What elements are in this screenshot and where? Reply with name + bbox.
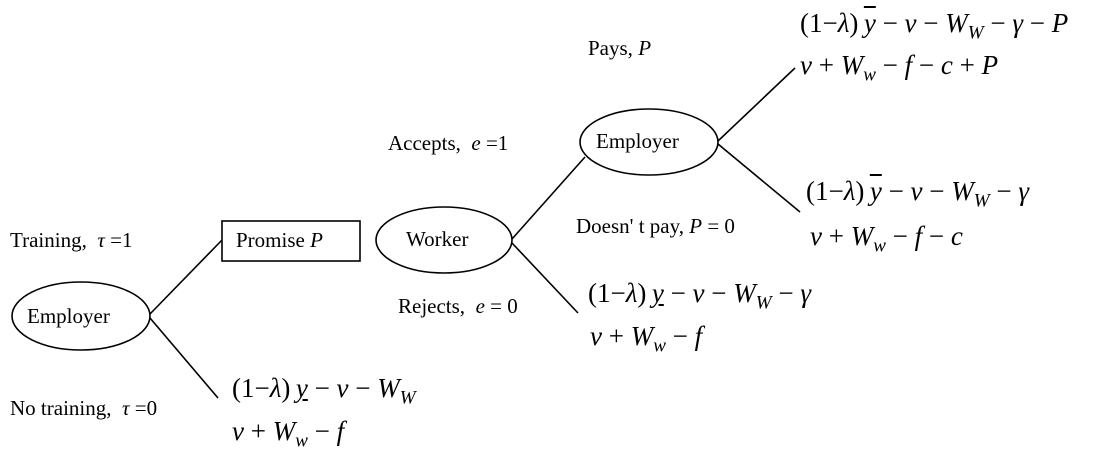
worker-label: Worker <box>406 227 469 251</box>
promise-label: Promise P <box>236 228 323 252</box>
employer-root-label: Employer <box>27 304 110 328</box>
accepts-label: Accepts, e =1 <box>388 131 509 155</box>
edge-training <box>149 239 223 315</box>
payoff-rejects-worker: v + Ww − f <box>590 321 703 357</box>
pays-label: Pays, P <box>588 36 652 60</box>
rejects-label: Rejects, e = 0 <box>398 294 518 318</box>
payoff-rejects-employer: (1−λ) y − v − WW − γ <box>588 278 811 314</box>
no-training-label: No training, τ =0 <box>10 396 158 420</box>
training-label: Training, τ =1 <box>10 228 133 252</box>
payoff-pays-worker: v + Ww − f − c + P <box>800 50 999 86</box>
payoff-pays-employer: (1−λ) y − v − WW − γ − P <box>800 8 1069 44</box>
edge-accepts <box>511 156 586 240</box>
employer-root-node <box>11 281 151 351</box>
doesnt-pay-label: Doesn' t pay, P = 0 <box>576 214 735 238</box>
payoff-no-training-employer: (1−λ) y − v − WW <box>232 373 416 409</box>
edge-rejects <box>511 242 579 314</box>
payoff-doesnt-pay-worker: v + Ww − f − c <box>810 221 963 257</box>
promise-node <box>221 220 361 262</box>
edge-doesnt-pay <box>717 143 801 213</box>
payoff-no-training-worker: v + Ww − f <box>232 416 345 452</box>
employer-second-node <box>579 108 719 176</box>
edge-no-training <box>149 317 219 399</box>
payoff-doesnt-pay-employer: (1−λ) y − v − WW − γ <box>806 176 1029 212</box>
employer-second-label: Employer <box>596 129 679 153</box>
edge-pays <box>717 67 796 142</box>
worker-node <box>375 206 513 274</box>
